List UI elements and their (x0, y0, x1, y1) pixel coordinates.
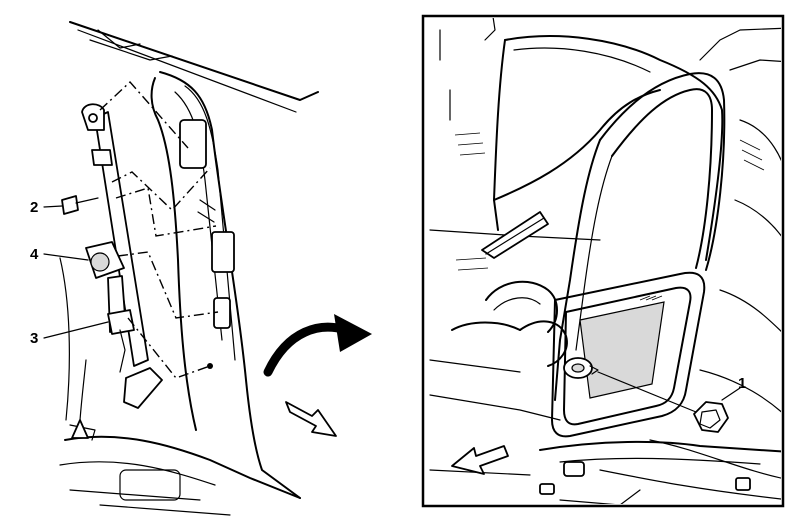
detail-arrow (263, 314, 372, 377)
main-view: 2 4 3 (30, 21, 319, 516)
upper-anchor-slot (179, 119, 207, 169)
lower-anchor (123, 367, 163, 409)
lower-bracket (107, 309, 135, 335)
front-direction-arrow-main (285, 401, 337, 437)
mid-slot (211, 231, 235, 273)
retractor-spool (90, 252, 110, 272)
pillar-fastener (207, 363, 213, 369)
retractor-bolt (61, 195, 79, 215)
front-direction-arrow-detail (451, 445, 509, 475)
lower-slot (213, 297, 231, 329)
detail-frame (421, 14, 785, 508)
callout-3: 3 (30, 330, 38, 347)
callout-1: 1 (738, 375, 746, 392)
callout-4: 4 (30, 246, 39, 263)
callout-2: 2 (30, 199, 38, 216)
detail-view: 1 (421, 14, 785, 508)
